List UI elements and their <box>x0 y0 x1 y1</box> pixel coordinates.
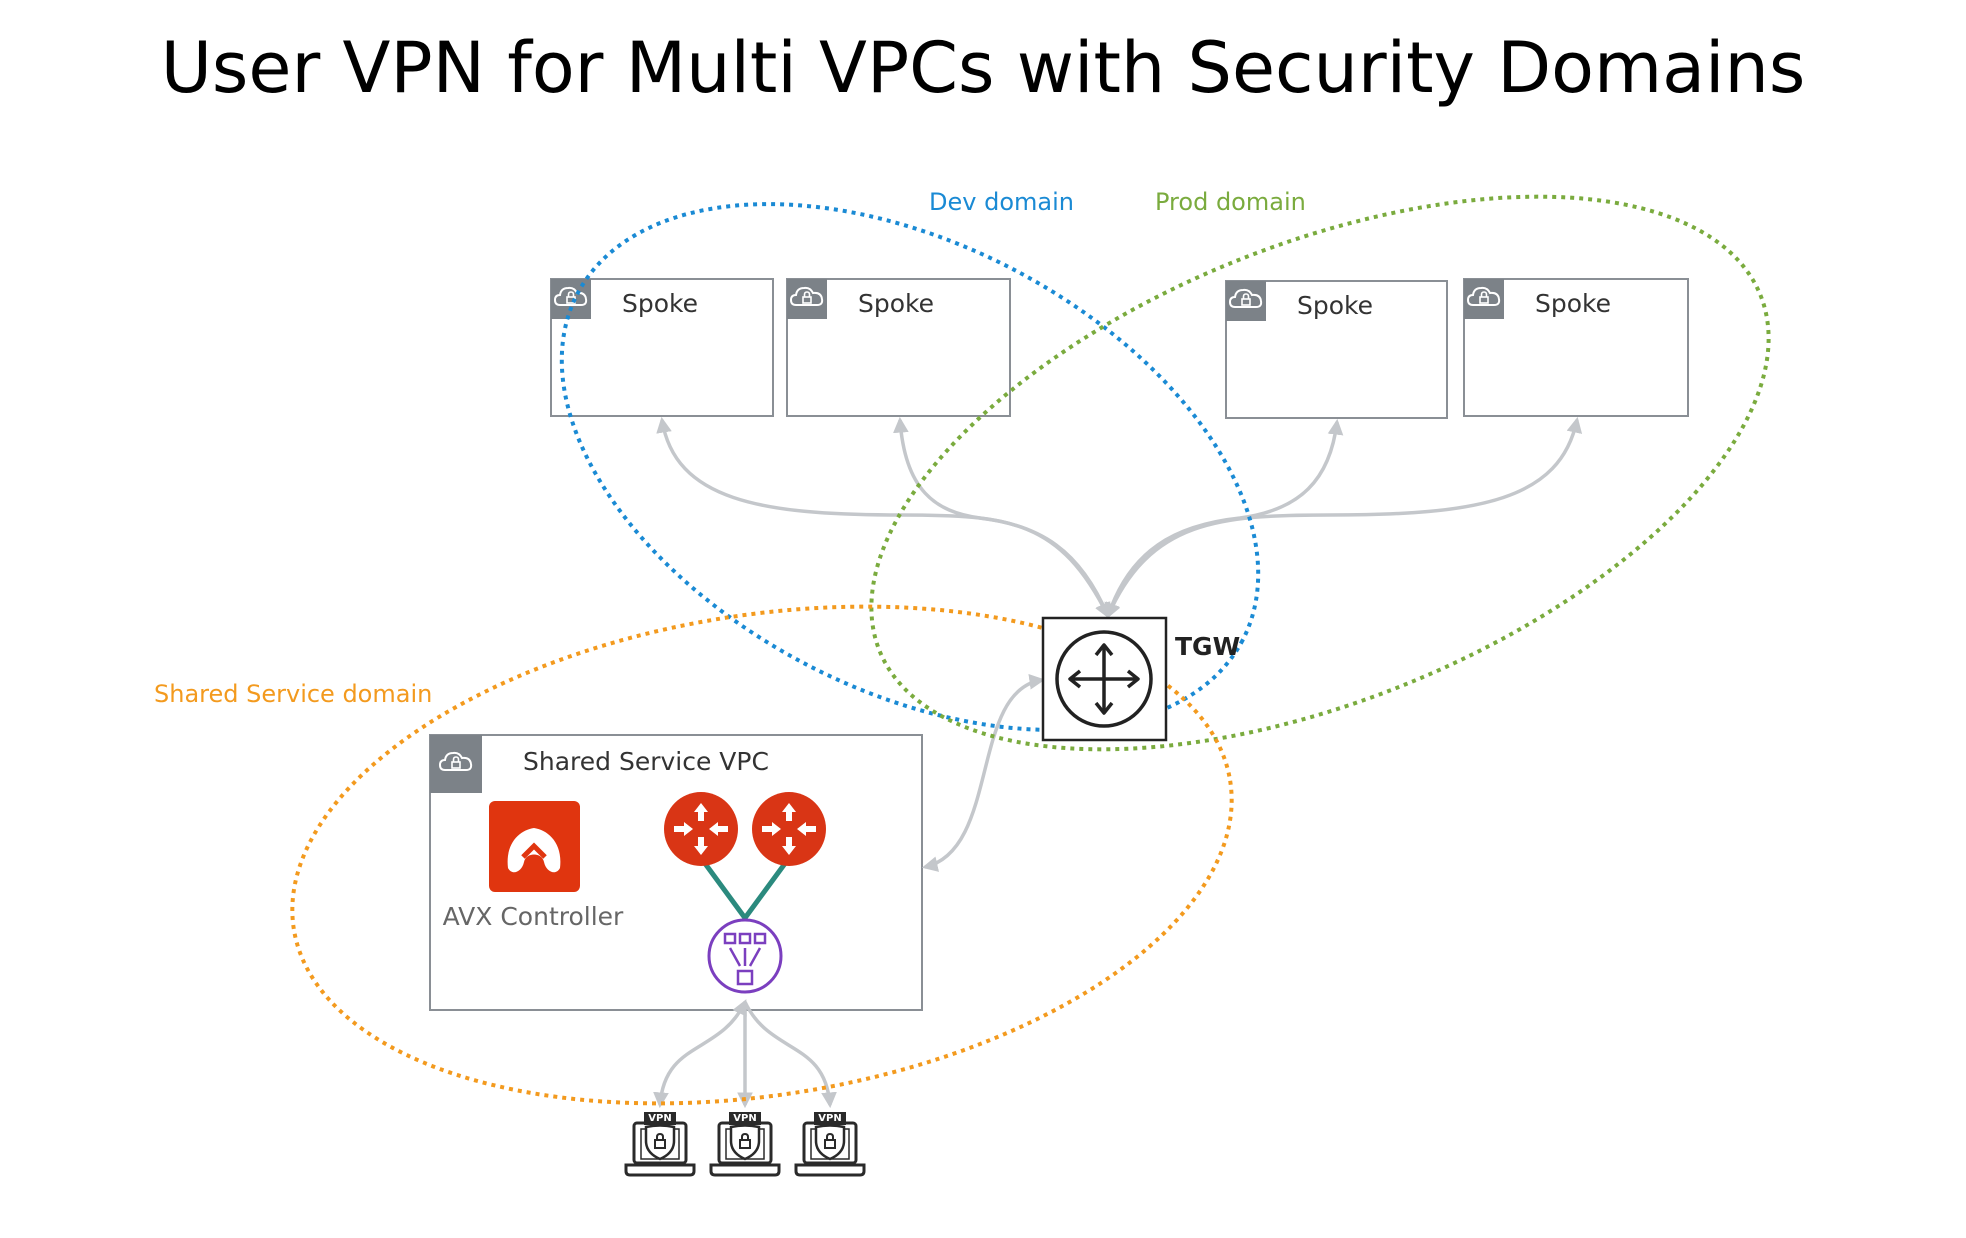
shared-domain-label: Shared Service domain <box>154 680 432 708</box>
router-cross-arrows-icon <box>1055 630 1153 728</box>
gateway-router-icon <box>664 792 738 866</box>
spoke-label: Spoke <box>1297 291 1373 320</box>
spoke-label: Spoke <box>1535 289 1611 318</box>
page-title: User VPN for Multi VPCs with Security Do… <box>161 27 1806 109</box>
tgw-node[interactable] <box>1041 616 1168 742</box>
vpn-client-1[interactable]: VPN <box>624 1110 696 1177</box>
network-load-balancer[interactable] <box>707 918 783 994</box>
spoke-vpc-1[interactable]: Spoke <box>550 278 774 417</box>
gateway-router-icon <box>752 792 826 866</box>
tgw-shared-arrow <box>921 673 1046 872</box>
vpn-client-3[interactable]: VPN <box>794 1110 866 1177</box>
spoke-label: Spoke <box>622 289 698 318</box>
spoke-vpc-3[interactable]: Spoke <box>1225 280 1448 419</box>
prod-domain-label: Prod domain <box>1155 188 1306 216</box>
vpn-client-arrows <box>653 999 837 1109</box>
gateway-1[interactable] <box>664 792 738 866</box>
vpn-badge: VPN <box>648 1113 671 1124</box>
shared-vpc-label: Shared Service VPC <box>523 747 769 776</box>
dev-domain-boundary <box>559 202 1261 732</box>
tgw-label: TGW <box>1175 632 1240 661</box>
prod-domain-boundary <box>869 194 1771 752</box>
controller-label: AVX Controller <box>443 902 624 931</box>
spoke-label: Spoke <box>858 289 934 318</box>
gateway-links <box>698 856 792 923</box>
shared-service-vpc[interactable]: Shared Service VPC <box>429 734 923 1011</box>
gateway-2[interactable] <box>752 792 826 866</box>
tgw-spoke-arrows <box>656 416 1583 619</box>
spoke-vpc-2[interactable]: Spoke <box>786 278 1011 417</box>
spoke-vpc-4[interactable]: Spoke <box>1463 278 1689 417</box>
vpn-badge: VPN <box>818 1113 841 1124</box>
vpn-badge: VPN <box>733 1113 756 1124</box>
vpn-client-2[interactable]: VPN <box>709 1110 781 1177</box>
shared-domain-boundary <box>290 604 1234 1106</box>
avx-controller[interactable]: AVX Controller <box>443 801 624 931</box>
dev-domain-label: Dev domain <box>929 188 1074 216</box>
